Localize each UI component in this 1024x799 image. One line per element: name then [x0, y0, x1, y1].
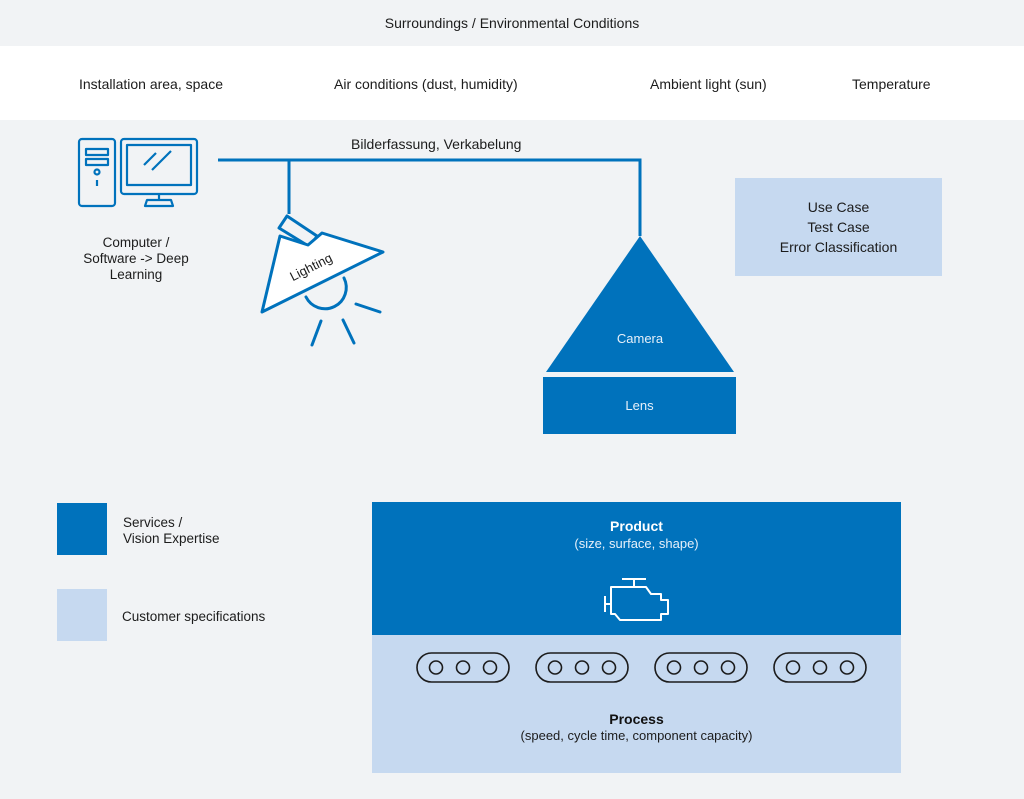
condition-air: Air conditions (dust, humidity) [334, 76, 518, 92]
spec-use-case: Use Case [807, 199, 870, 215]
camera-label: Camera [617, 331, 664, 346]
camera-shape [546, 236, 734, 372]
computer-label: Computer / Software -> Deep Learning [83, 235, 189, 282]
lens-box: Lens [543, 377, 736, 434]
product-title: Product [610, 518, 663, 534]
condition-temperature: Temperature [852, 76, 931, 92]
connection-label: Bilderfassung, Verkabelung [351, 136, 522, 152]
spec-test-case: Test Case [807, 219, 870, 235]
process-title: Process [609, 711, 664, 727]
legend-label-customer: Customer specifications [122, 609, 266, 624]
process-subtitle: (speed, cycle time, component capacity) [520, 728, 753, 743]
header-band: Surroundings / Environmental Conditions [0, 0, 1024, 46]
legend-label-services: Services / Vision Expertise [123, 515, 220, 546]
condition-ambient-light: Ambient light (sun) [650, 76, 767, 92]
computer-icon [77, 137, 199, 208]
cable-lines [218, 158, 642, 236]
conditions-band [0, 46, 1024, 120]
product-box: Product (size, surface, shape) [372, 502, 901, 635]
spec-error-classification: Error Classification [779, 239, 898, 255]
condition-installation-area: Installation area, space [79, 76, 223, 92]
lens-label: Lens [625, 398, 654, 413]
lamp-icon [260, 214, 385, 347]
specification-box: Use Case Test Case Error Classification [735, 178, 942, 276]
process-box: Process (speed, cycle time, component ca… [372, 635, 901, 773]
legend-swatch-customer [57, 589, 107, 641]
header-title: Surroundings / Environmental Conditions [384, 15, 640, 31]
product-subtitle: (size, surface, shape) [574, 536, 699, 551]
legend-swatch-services [57, 503, 107, 555]
